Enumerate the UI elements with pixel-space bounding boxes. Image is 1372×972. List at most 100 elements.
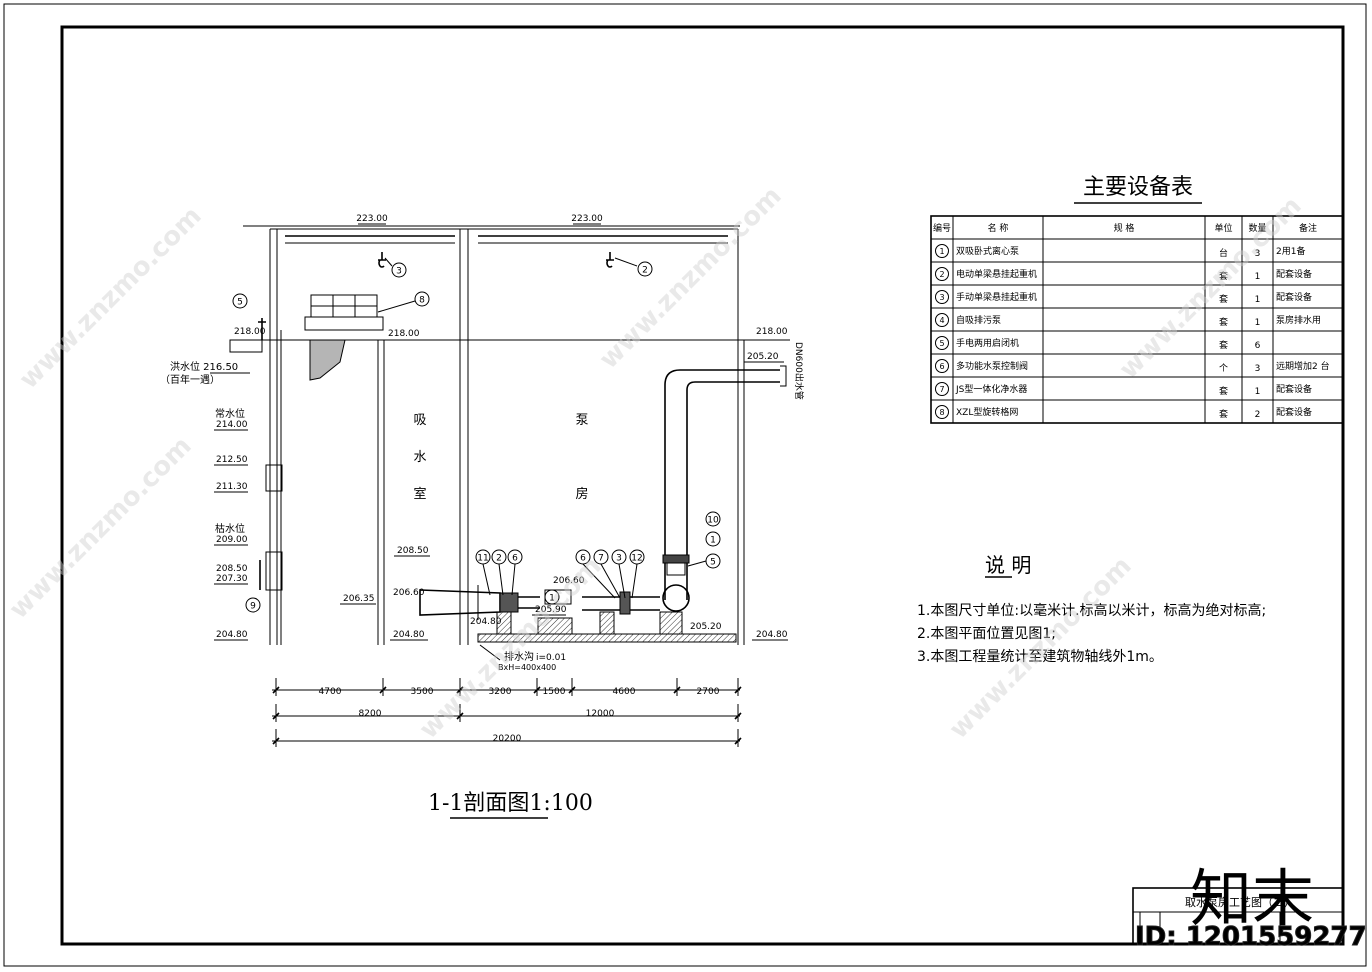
callout-leader	[498, 563, 504, 596]
dim-20200: 20200	[493, 734, 522, 744]
title-block: 取水泵房工艺图（二）	[1132, 887, 1344, 945]
section-drawing: 223.00 223.00 218.00 218.00 218.00	[160, 214, 805, 819]
callout-leader	[582, 563, 616, 599]
table-unit: 套	[1219, 385, 1228, 397]
room-pump-2: 房	[575, 486, 588, 502]
callout-number: 1	[549, 594, 555, 604]
notes-block: 说 明 1.本图尺寸单位:以毫米计.标高以米计，标高为绝对标高; 2.本图平面位…	[917, 553, 1266, 665]
outlet-pipe-label: DN600出水管	[793, 342, 805, 400]
riser-valve	[666, 562, 686, 576]
callout-leader	[687, 560, 707, 567]
table-name: 手电两用启闭机	[956, 337, 1019, 349]
elev-pit: 205.20	[690, 622, 722, 632]
elev-212: 212.50	[216, 455, 248, 465]
table-name: 自吸排污泵	[956, 314, 1001, 326]
table-number-circle	[935, 244, 949, 258]
table-note: 配套设备	[1276, 406, 1312, 418]
callout-circle	[391, 262, 407, 278]
dim-1500: 1500	[543, 687, 566, 697]
table-header: 数量	[1248, 222, 1266, 234]
normal-label: 常水位	[215, 407, 245, 420]
table-note: 远期增加2 台	[1276, 360, 1330, 372]
dimension-ticks	[272, 678, 742, 747]
table-name: 多功能水泵控制阀	[956, 360, 1028, 372]
elev-208: 208.50	[216, 564, 248, 574]
elev-ground-left: 218.00	[234, 327, 266, 337]
callout-number: 6	[580, 554, 586, 564]
pedestal-2	[599, 611, 615, 635]
dim-tick	[456, 686, 464, 694]
dim-2700: 2700	[697, 687, 720, 697]
dim-tick	[734, 712, 742, 720]
callout-number: 3	[396, 267, 402, 277]
callout-leader	[631, 563, 638, 599]
inner-frame	[60, 25, 1345, 946]
watermark-id: ID: 1201559277	[1135, 922, 1367, 952]
callout-number: 12	[631, 554, 642, 564]
elev-floor-pump: 204.80	[470, 617, 502, 627]
elev-top-right: 223.00	[571, 214, 603, 224]
table-note: 2用1备	[1276, 245, 1305, 257]
elev-floor-left: 204.80	[216, 630, 248, 640]
dim-tick	[272, 686, 280, 694]
table-unit: 套	[1219, 408, 1228, 420]
callout-number: 3	[616, 554, 622, 564]
table-name: 双吸卧式离心泵	[956, 245, 1019, 257]
dim-12000: 12000	[586, 709, 615, 719]
elev-floor-right: 204.80	[756, 630, 788, 640]
callout-number: 7	[598, 554, 604, 564]
dim-tick	[272, 737, 280, 745]
table-number-circle	[935, 382, 949, 396]
dim-8200: 8200	[359, 709, 382, 719]
callout-number: 11	[477, 554, 488, 564]
normal-level: 214.00	[216, 420, 248, 430]
callout-leader	[377, 300, 416, 313]
callout-number: 8	[419, 296, 425, 306]
elev-207: 207.30	[216, 574, 248, 584]
elev-205-90: 205.90	[535, 605, 567, 615]
table-qty: 3	[1255, 364, 1261, 374]
callout-number: 2	[496, 554, 502, 564]
dim-4600: 4600	[613, 687, 636, 697]
table-frame	[930, 215, 1344, 424]
callout-leader	[618, 563, 626, 599]
callout-number: 1	[710, 536, 716, 546]
table-name: XZL型旋转格网	[956, 406, 1018, 418]
callout-number: 5	[710, 558, 716, 568]
low-level: 209.00	[216, 535, 248, 545]
table-note: 泵房排水用	[1276, 314, 1321, 326]
note-3: 3.本图工程量统计至建筑物轴线外1m。	[917, 649, 1163, 665]
crane-hook-3	[378, 252, 386, 268]
table-name: 手动单梁悬挂起重机	[956, 291, 1037, 303]
table-header: 单位	[1214, 222, 1232, 234]
dim-3500: 3500	[411, 687, 434, 697]
leader-line	[479, 644, 501, 661]
table-number: 7	[939, 385, 944, 394]
table-unit: 套	[1219, 293, 1228, 305]
crane-hook-2	[606, 252, 614, 268]
note-1: 1.本图尺寸单位:以毫米计.标高以米计，标高为绝对标高;	[917, 602, 1266, 619]
callout-circle	[544, 589, 560, 605]
callout-leader	[482, 563, 491, 596]
table-number-circle	[935, 290, 949, 304]
flood-level: 洪水位 216.50	[170, 360, 238, 373]
dim-tick	[533, 686, 541, 694]
table-number-circle	[935, 267, 949, 281]
table-number: 8	[939, 408, 944, 417]
callout-number: 2	[642, 266, 648, 276]
elev-intake-208: 208.50	[397, 546, 429, 556]
table-number-circle	[935, 313, 949, 327]
table-unit: 个	[1219, 363, 1228, 374]
floor-slab	[477, 633, 737, 643]
table-qty: 1	[1255, 387, 1261, 397]
table-unit: 台	[1219, 247, 1228, 259]
table-header: 备注	[1299, 222, 1317, 234]
dim-tick	[734, 686, 742, 694]
ground-platform	[229, 339, 263, 353]
elev-intake-206: 206.35	[343, 594, 375, 604]
callout-circle	[414, 291, 430, 307]
table-note: 配套设备	[1276, 383, 1312, 395]
table-number: 3	[939, 293, 944, 302]
